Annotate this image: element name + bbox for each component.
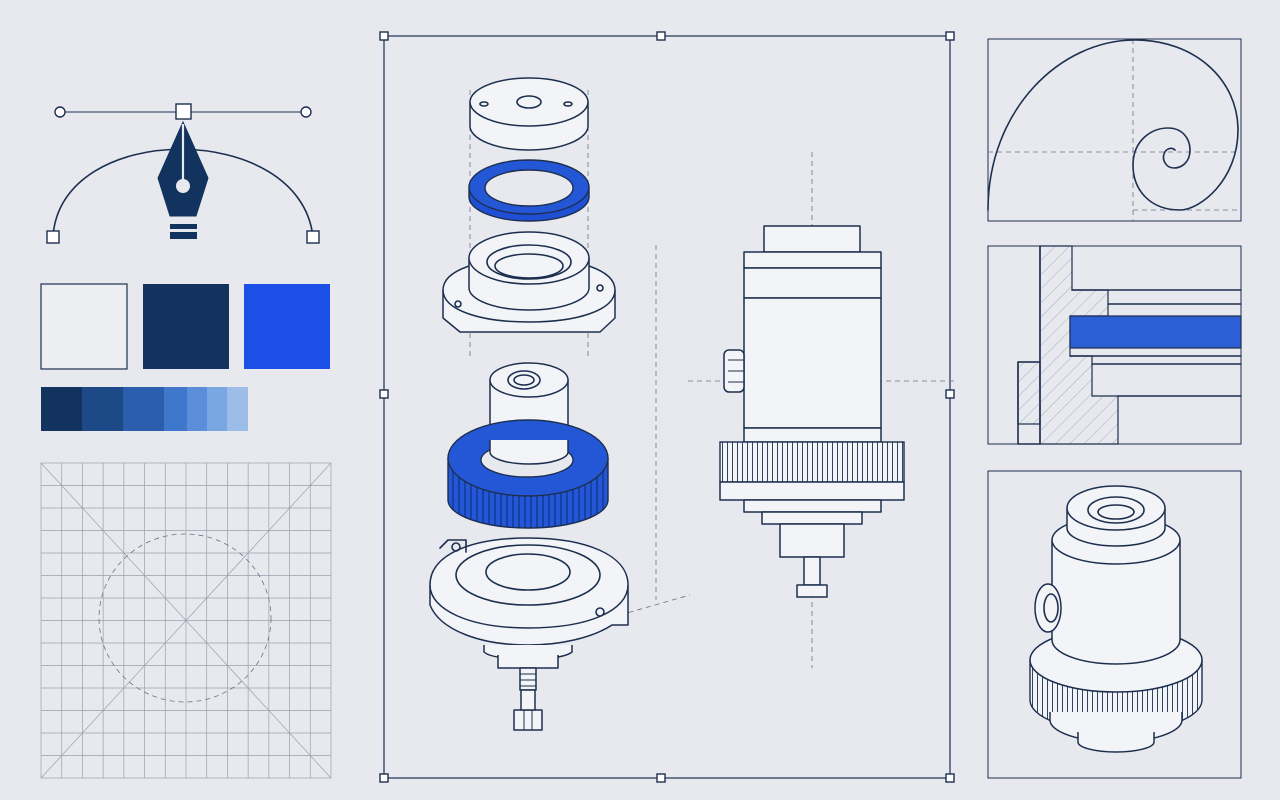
- swatch-white[interactable]: [40, 283, 128, 370]
- gradient-ramp: [41, 387, 248, 431]
- golden-spiral-icon: [987, 39, 1239, 211]
- selection-frame[interactable]: [379, 31, 955, 783]
- golden-spiral-panel[interactable]: [987, 38, 1242, 222]
- resize-handle-se[interactable]: [945, 773, 955, 783]
- resize-handle-sw[interactable]: [379, 773, 389, 783]
- part-base-flange: [429, 537, 629, 731]
- side-port-iso: [1034, 583, 1062, 633]
- section-highlight: [1069, 315, 1242, 349]
- resize-handle-e[interactable]: [945, 389, 955, 399]
- anchor-point-left[interactable]: [46, 230, 60, 244]
- section-detail-panel[interactable]: [987, 245, 1242, 445]
- color-palette: [40, 283, 330, 431]
- swatch-blue[interactable]: [244, 284, 330, 369]
- resize-handle-w[interactable]: [379, 389, 389, 399]
- part-washer-highlighted: [468, 159, 590, 222]
- anchor-point-right[interactable]: [306, 230, 320, 244]
- construction-grid: [40, 462, 332, 779]
- resize-handle-ne[interactable]: [945, 31, 955, 41]
- swatch-navy[interactable]: [143, 284, 229, 369]
- resize-handle-n[interactable]: [656, 31, 666, 41]
- resize-handle-s[interactable]: [656, 773, 666, 783]
- isometric-part-panel[interactable]: [987, 470, 1242, 779]
- anchor-point-top[interactable]: [175, 103, 192, 120]
- part-knurled-ring-highlighted: [447, 419, 609, 529]
- resize-handle-nw[interactable]: [379, 31, 389, 41]
- part-top-cap: [469, 77, 589, 151]
- pen-tool-illustration: [46, 103, 320, 244]
- side-elevation-drawing: [688, 152, 955, 668]
- bezier-handle-left[interactable]: [54, 106, 66, 118]
- part-flange-housing: [442, 231, 616, 333]
- bezier-handle-right[interactable]: [300, 106, 312, 118]
- pen-nib-icon: [157, 120, 209, 239]
- exploded-view-drawing: [429, 77, 691, 731]
